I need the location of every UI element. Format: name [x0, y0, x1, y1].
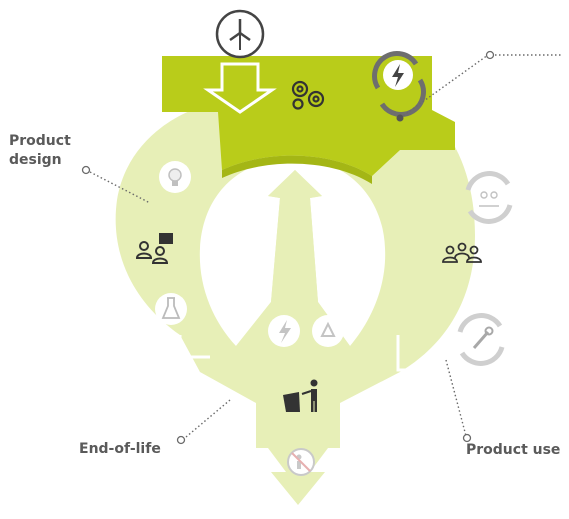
recycle-icon [312, 315, 344, 347]
energy-bolt-icon [268, 315, 300, 347]
gears-icon [291, 80, 325, 110]
user-group-icon [442, 242, 482, 263]
end-of-life-label: End-of-life [79, 441, 161, 457]
wind-turbine-icon [215, 9, 265, 59]
cycle-maintenance-icon [457, 313, 505, 366]
team-discussion-icon [135, 233, 173, 264]
lifecycle-ring [115, 92, 475, 505]
product-use-label: Product use [466, 442, 561, 458]
band-marker-dot [396, 114, 404, 122]
no-littering-icon [287, 448, 315, 476]
product-design-label: Product design [9, 133, 71, 168]
production-band [162, 56, 455, 184]
wind-input-arrow [203, 62, 277, 114]
cycle-energy-icon [372, 51, 426, 117]
leader-dots [81, 50, 495, 445]
leader-lines [89, 54, 562, 438]
waste-disposal-icon [283, 379, 318, 412]
lightbulb-icon [159, 161, 191, 193]
cycle-people-icon [465, 171, 513, 224]
lab-flask-icon [155, 293, 187, 325]
